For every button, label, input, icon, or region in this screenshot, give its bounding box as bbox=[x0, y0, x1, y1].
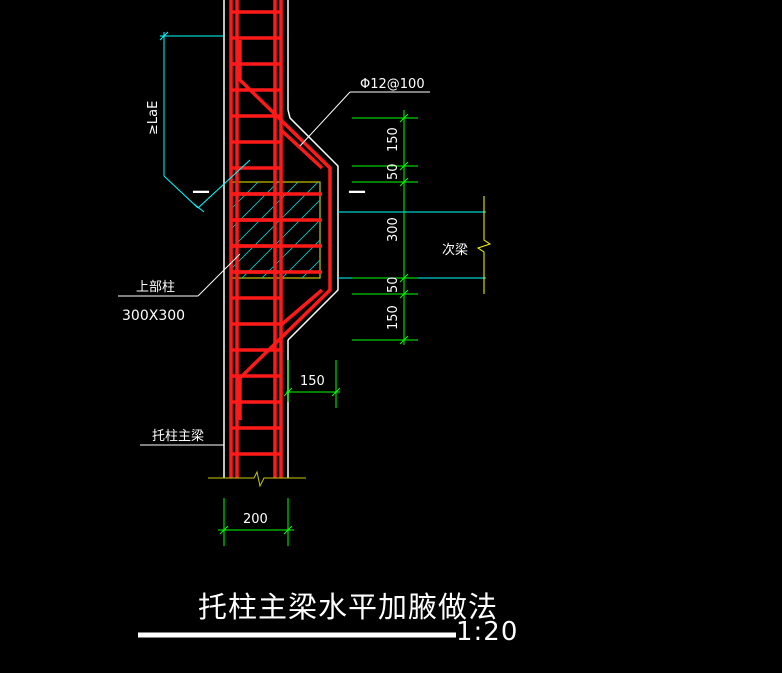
rebar-leader bbox=[299, 91, 430, 147]
secondary-beam-label: 次梁 bbox=[442, 242, 468, 258]
upper-column-label: 上部柱 bbox=[136, 280, 175, 295]
break-line bbox=[208, 470, 306, 488]
section-mark-right: — bbox=[348, 181, 366, 202]
dim-haunch-bottom-150: 150 bbox=[386, 305, 401, 330]
dim-haunch-bottom-50: 50 bbox=[386, 276, 401, 293]
upper-column-size: 300X300 bbox=[122, 308, 185, 324]
rebar-cage bbox=[229, 0, 332, 478]
anchorage-dimension bbox=[159, 31, 251, 213]
dim-haunch-top-150: 150 bbox=[386, 127, 401, 152]
dim-haunch-width-150: 150 bbox=[300, 374, 325, 389]
anchorage-label: ≥LaE bbox=[146, 101, 161, 135]
main-beam-label: 托柱主梁 bbox=[152, 429, 204, 444]
drawing-scale: 1:20 bbox=[456, 617, 518, 647]
vertical-dimension-chain bbox=[352, 110, 418, 345]
drawing-title: 托柱主梁水平加腋做法 bbox=[198, 590, 498, 624]
haunch-width-dimension bbox=[283, 360, 341, 408]
rebar-spec-label: Φ12@100 bbox=[360, 77, 425, 92]
dim-beam-300: 300 bbox=[386, 217, 401, 242]
vertical-dimension-texts: 150 50 300 50 150 bbox=[386, 127, 401, 330]
dim-haunch-top-50: 50 bbox=[386, 163, 401, 180]
upper-column-leader bbox=[118, 253, 241, 297]
dim-beam-width-200: 200 bbox=[243, 512, 268, 527]
beam-width-dimension bbox=[218, 498, 294, 546]
section-mark-left: — bbox=[192, 181, 210, 202]
